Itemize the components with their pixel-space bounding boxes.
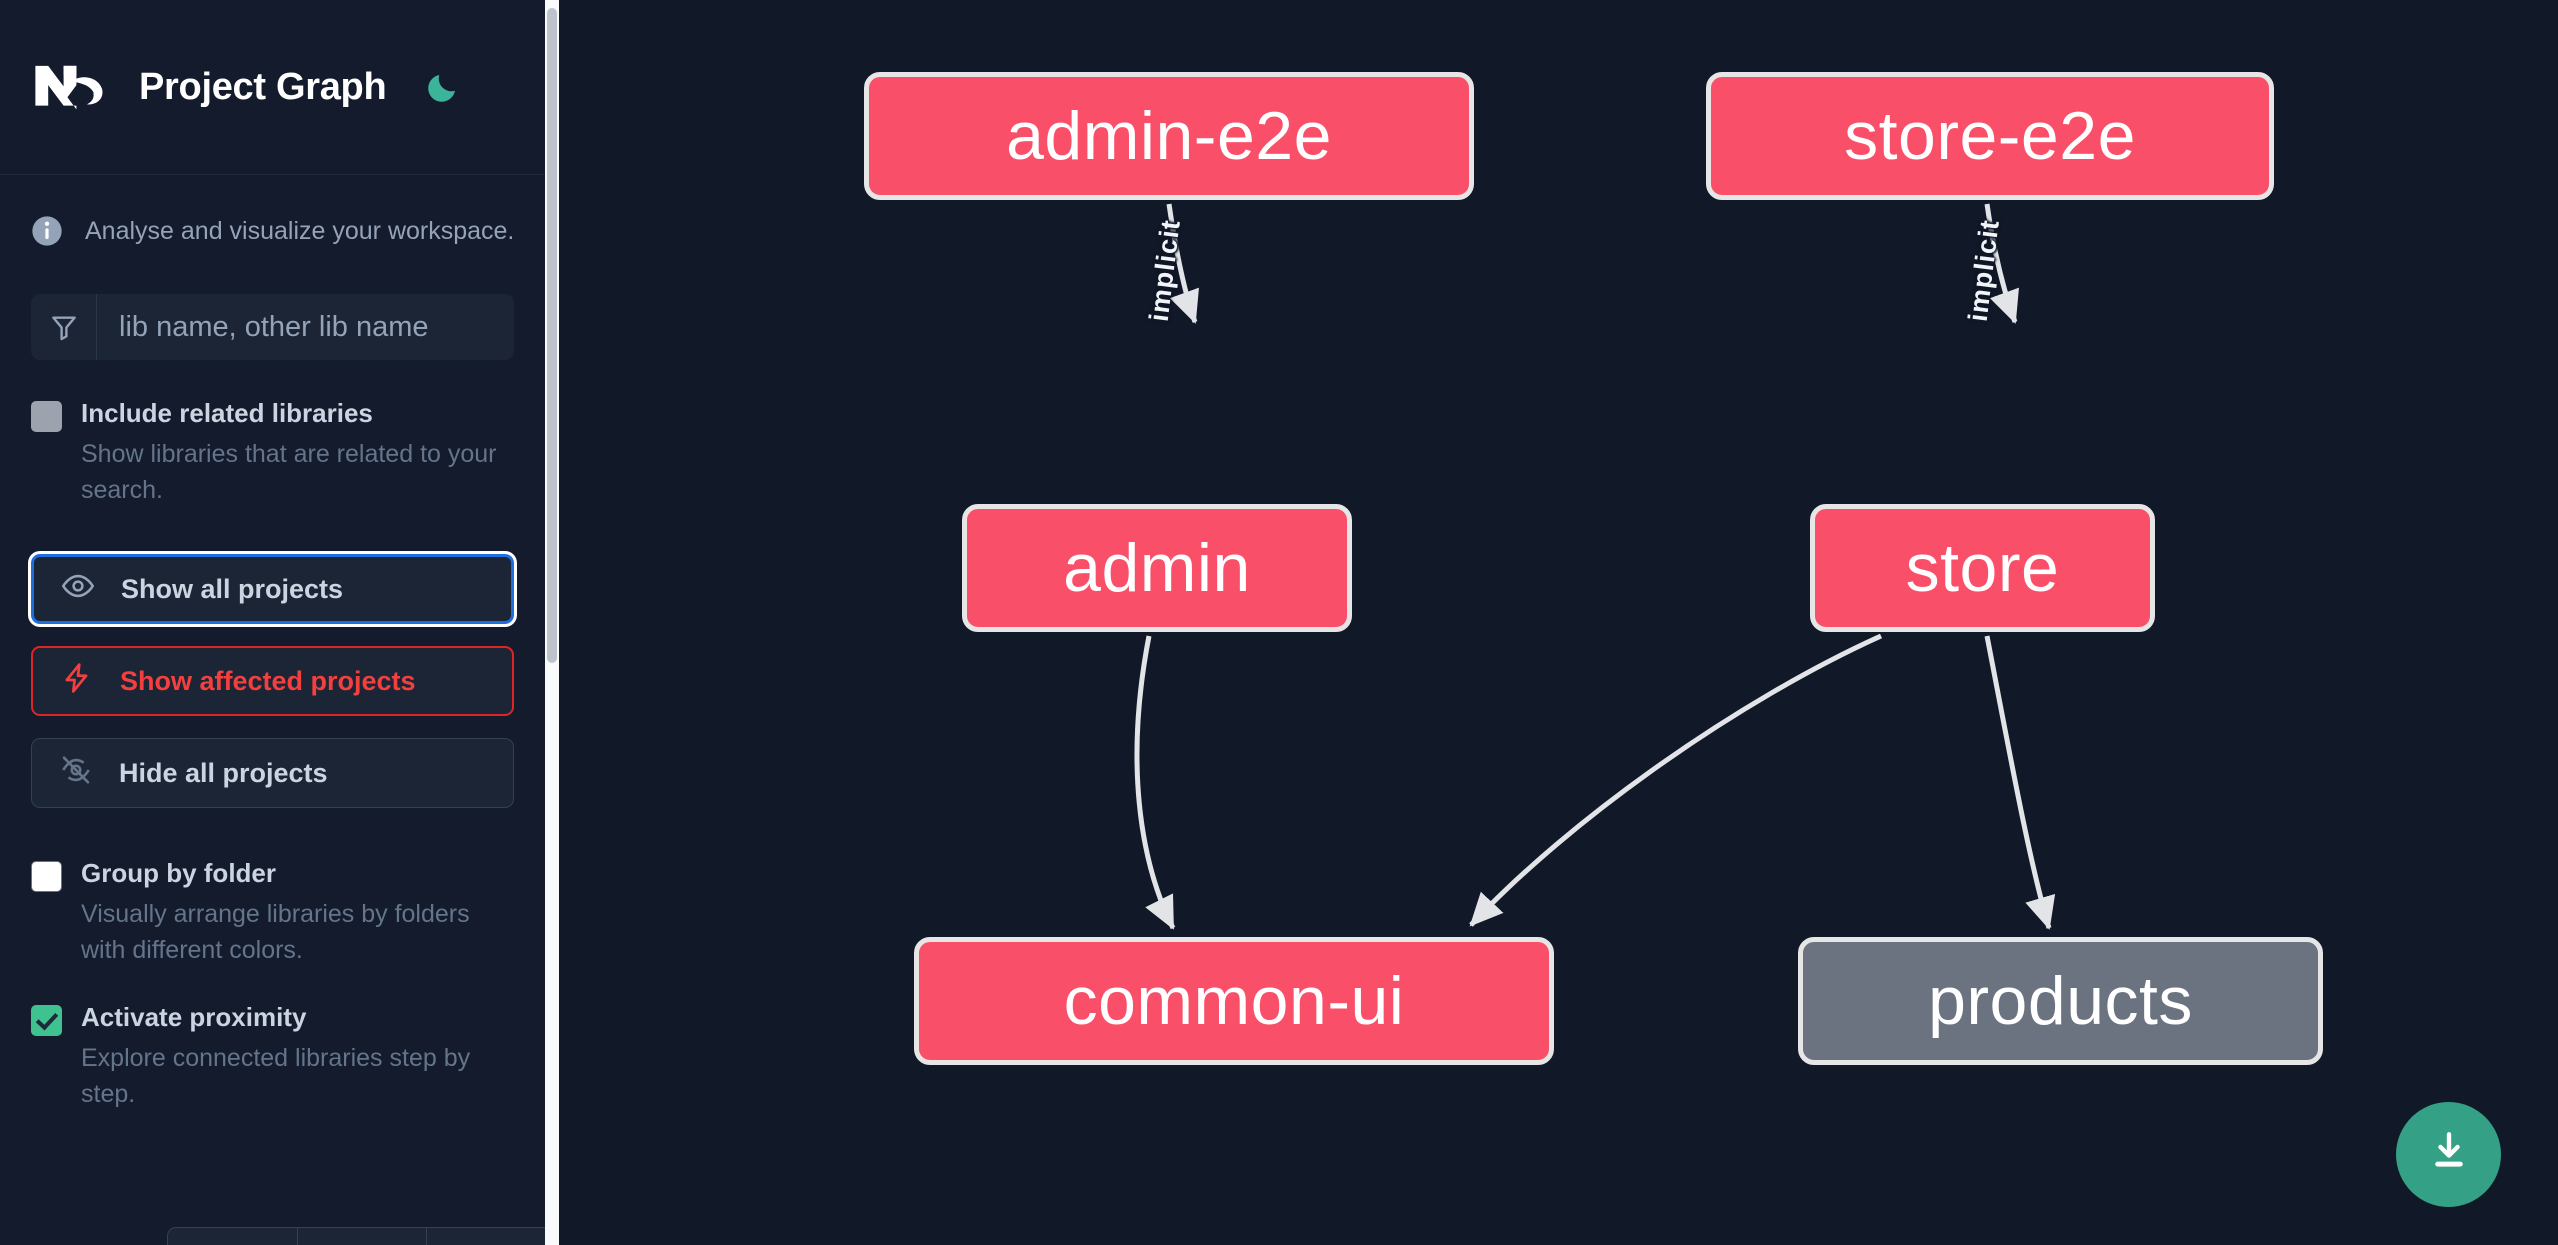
eye-off-icon — [59, 753, 93, 794]
option-activate-proximity[interactable]: Activate proximity Explore connected lib… — [0, 998, 545, 1112]
graph-node-label: store — [1905, 530, 2060, 606]
sidebar-tagline-text: Analyse and visualize your workspace. — [85, 216, 515, 245]
page-title: Project Graph — [139, 65, 387, 108]
graph-node-label: common-ui — [1063, 963, 1405, 1039]
option-description: Visually arrange libraries by folders wi… — [81, 900, 470, 964]
option-text: Include related libraries Show libraries… — [81, 394, 514, 508]
search-input[interactable] — [97, 294, 514, 360]
graph-node-label: admin-e2e — [1006, 98, 1332, 174]
edge-store-products — [1984, 635, 2056, 930]
sidebar-tagline: Analyse and visualize your workspace. — [0, 175, 545, 247]
edge-admin-common-ui — [1134, 635, 1176, 930]
option-text: Activate proximity Explore connected lib… — [81, 998, 514, 1112]
graph-node-label: store-e2e — [1844, 98, 2136, 174]
proximity-step-segmented-control[interactable] — [167, 1227, 545, 1245]
eye-icon — [61, 569, 95, 610]
checkbox-include-related-libraries[interactable] — [31, 401, 62, 432]
option-label: Include related libraries — [81, 398, 373, 428]
graph-node-label: products — [1928, 963, 2193, 1039]
sidebar-header: Project Graph — [0, 0, 545, 175]
download-icon — [2424, 1127, 2474, 1182]
segment-3[interactable] — [427, 1228, 545, 1245]
sidebar-scrollbar[interactable] — [545, 0, 559, 1245]
graph-node-admin[interactable]: admin — [962, 504, 1352, 632]
show-affected-projects-label: Show affected projects — [120, 665, 416, 696]
search-field[interactable] — [31, 294, 514, 360]
show-affected-projects-button[interactable]: Show affected projects — [31, 646, 514, 716]
checkbox-activate-proximity[interactable] — [31, 1005, 62, 1036]
option-description: Show libraries that are related to your … — [81, 440, 497, 504]
show-all-projects-button[interactable]: Show all projects — [31, 554, 514, 624]
option-label: Group by folder — [81, 858, 276, 888]
graph-node-admin-e2e[interactable]: admin-e2e — [864, 72, 1474, 200]
graph-node-store[interactable]: store — [1810, 504, 2155, 632]
option-description: Explore connected libraries step by step… — [81, 1044, 471, 1108]
moon-icon[interactable] — [420, 64, 466, 110]
option-include-related-libraries[interactable]: Include related libraries Show libraries… — [0, 394, 545, 508]
segment-1[interactable] — [168, 1228, 298, 1245]
graph-node-label: admin — [1063, 530, 1251, 606]
edge-admin-e2e-admin — [1166, 203, 1199, 324]
graph-node-common-ui[interactable]: common-ui — [914, 937, 1554, 1065]
sidebar: Project Graph Analyse and visualize your… — [0, 0, 559, 1245]
hide-all-projects-button[interactable]: Hide all projects — [31, 738, 514, 808]
sidebar-content: Project Graph Analyse and visualize your… — [0, 0, 545, 1245]
filter-icon — [31, 294, 97, 360]
option-text: Group by folder Visually arrange librari… — [81, 854, 514, 968]
graph-edges — [1134, 203, 2056, 930]
option-group-by-folder[interactable]: Group by folder Visually arrange librari… — [0, 854, 545, 968]
nx-logo-icon — [31, 62, 109, 112]
edge-store-e2e-store — [1984, 203, 2019, 324]
visibility-button-group: Show all projects Show affected projects — [31, 554, 514, 808]
graph-node-store-e2e[interactable]: store-e2e — [1706, 72, 2274, 200]
segment-2[interactable] — [298, 1228, 428, 1245]
sidebar-scrollbar-thumb[interactable] — [547, 8, 557, 663]
info-icon — [31, 215, 63, 247]
show-all-projects-label: Show all projects — [121, 573, 344, 604]
hide-all-projects-label: Hide all projects — [119, 757, 328, 788]
option-label: Activate proximity — [81, 1002, 307, 1032]
download-graph-button[interactable] — [2396, 1102, 2501, 1207]
project-graph-canvas[interactable]: admin-e2e store-e2e admin store common-u… — [559, 0, 2558, 1245]
lightning-bolt-icon — [60, 661, 94, 702]
edge-store-common-ui — [1469, 633, 1883, 927]
graph-node-products[interactable]: products — [1798, 937, 2323, 1065]
checkbox-group-by-folder[interactable] — [31, 861, 62, 892]
